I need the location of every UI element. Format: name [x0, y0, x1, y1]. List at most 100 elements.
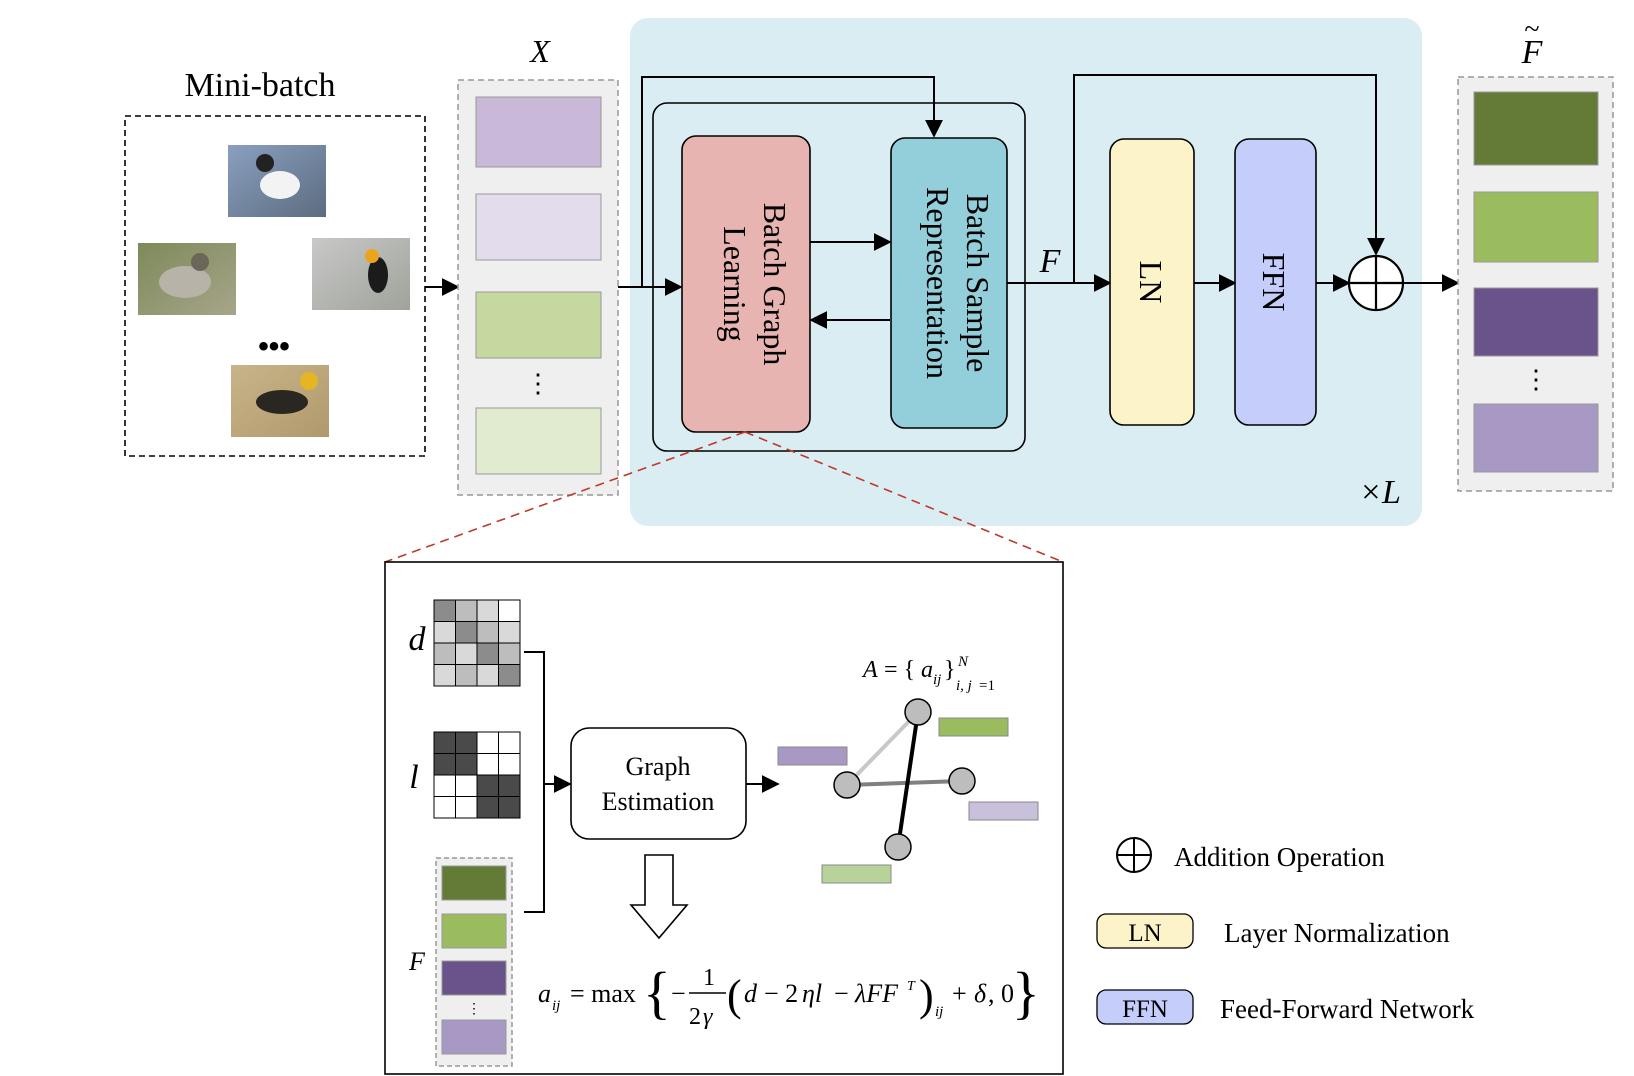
svg-text:T: T: [907, 979, 916, 994]
bgl-label-line1: Batch Graph: [757, 203, 793, 366]
svg-text:, 0: , 0: [988, 979, 1014, 1008]
graph-estimation-box: Graph Estimation: [570, 727, 747, 840]
adjacency-formula: A = { a ij } N i, j =1: [861, 654, 995, 694]
matrix-cell: [455, 731, 478, 754]
svg-text:+: +: [952, 979, 967, 1008]
legend-ffn-key: FFN: [1122, 996, 1168, 1023]
matrix-cell: [498, 774, 521, 797]
bsr-label-line1: Batch Sample: [960, 194, 996, 373]
d-label: d: [409, 621, 427, 658]
svg-text:}: }: [944, 657, 956, 683]
svg-text:−: −: [671, 979, 686, 1008]
matrix-cell: [433, 599, 456, 622]
output-vdots: ⋮: [1523, 365, 1549, 394]
addition-operator-icon: [1347, 254, 1405, 312]
matrix-cell: [476, 796, 499, 819]
graph-subblock-frame: [652, 102, 1026, 452]
batch-sample-representation-box: Batch Sample Representation: [890, 137, 1008, 429]
svg-text:γ: γ: [703, 1004, 713, 1030]
matrix-cell: [455, 774, 478, 797]
output-row-2: [1473, 191, 1599, 263]
svg-text:a: a: [538, 979, 551, 1008]
bird-image-3: [312, 238, 410, 310]
node-feature-bar: [821, 864, 892, 884]
matrix-cell: [476, 599, 499, 622]
graph-node: [833, 771, 861, 799]
matrix-cell: [476, 731, 499, 754]
matrix-cell: [498, 753, 521, 776]
zoom-line-left: [384, 431, 746, 563]
svg-text:{: {: [643, 960, 671, 1025]
ln-box: LN: [1109, 138, 1195, 426]
node-feature-bar: [968, 801, 1039, 821]
x-row-4: [475, 407, 602, 475]
graph-estimation-line2: Estimation: [602, 787, 715, 816]
matrix-cell: [455, 753, 478, 776]
adjacency-equation: a ij = max { − 1 2 γ ( d − 2 ηl − λFF T …: [538, 960, 1040, 1030]
output-symbol: F: [1521, 34, 1544, 71]
legend: Addition Operation LN Layer Normalizatio…: [1096, 837, 1475, 1025]
svg-text:a: a: [921, 657, 933, 683]
legend-ffn-swatch: [1096, 989, 1194, 1025]
legend-ln-swatch: [1096, 913, 1194, 949]
matrix-cell: [433, 753, 456, 776]
svg-text:A: A: [861, 657, 878, 683]
x-vdots: ⋮: [525, 369, 551, 398]
detail-f-stack: ⋮: [435, 857, 513, 1067]
matrix-cell: [433, 664, 456, 687]
hollow-down-arrow: [629, 854, 689, 940]
bgl-label-line2: Learning: [717, 226, 753, 342]
output-row-1: [1473, 91, 1599, 166]
zoom-line-right: [744, 431, 1064, 563]
ffn-label: FFN: [1256, 253, 1292, 312]
svg-text:−: −: [834, 979, 849, 1008]
bird-image-4: [231, 365, 329, 437]
svg-text:d: d: [744, 979, 758, 1008]
matrix-cell: [476, 774, 499, 797]
bird-image-2: [138, 243, 236, 315]
legend-ln-desc: Layer Normalization: [1224, 918, 1450, 948]
svg-text:N: N: [957, 654, 969, 670]
l-matrix: [433, 731, 521, 819]
svg-text:i, j: i, j: [956, 678, 972, 694]
residual-arrow-bsr: [641, 76, 943, 287]
minibatch-title: Mini-batch: [184, 67, 335, 104]
input-bracket: [524, 651, 545, 913]
matrix-cell: [433, 796, 456, 819]
svg-text:δ: δ: [974, 979, 987, 1008]
matrix-cell: [476, 642, 499, 665]
matrix-cell: [455, 796, 478, 819]
svg-text:= max: = max: [570, 979, 636, 1008]
svg-text:2: 2: [689, 1004, 701, 1030]
detail-f-vdots: ⋮: [467, 1002, 481, 1017]
matrix-cell: [433, 774, 456, 797]
matrix-cell: [498, 731, 521, 754]
node-feature-bar: [938, 717, 1009, 737]
svg-text:− 2: − 2: [764, 979, 798, 1008]
l-label: l: [409, 759, 418, 796]
input-feature-block: X ⋮: [457, 33, 619, 496]
graph-node: [884, 833, 912, 861]
matrix-cell: [455, 642, 478, 665]
residual-arrow-add: [1073, 74, 1385, 283]
detail-f-label: F: [408, 947, 426, 976]
svg-text:): ): [919, 971, 934, 1020]
batch-graph-learning-box: Batch Graph Learning: [681, 135, 811, 433]
matrix-cell: [455, 599, 478, 622]
svg-text:}: }: [1012, 960, 1040, 1025]
svg-text:ij: ij: [935, 1004, 943, 1020]
x-row-1: [475, 96, 602, 168]
graph-node: [904, 698, 932, 726]
output-row-3: [1473, 287, 1599, 357]
ffn-box: FFN: [1234, 138, 1317, 426]
f-label: F: [1039, 243, 1062, 280]
legend-ffn-desc: Feed-Forward Network: [1220, 994, 1475, 1024]
matrix-cell: [498, 599, 521, 622]
matrix-cell: [498, 642, 521, 665]
matrix-cell: [476, 753, 499, 776]
matrix-cell: [476, 664, 499, 687]
svg-text:1: 1: [703, 965, 715, 991]
svg-text:ηl: ηl: [802, 979, 822, 1008]
matrix-cell: [433, 621, 456, 644]
matrix-cell: [476, 621, 499, 644]
